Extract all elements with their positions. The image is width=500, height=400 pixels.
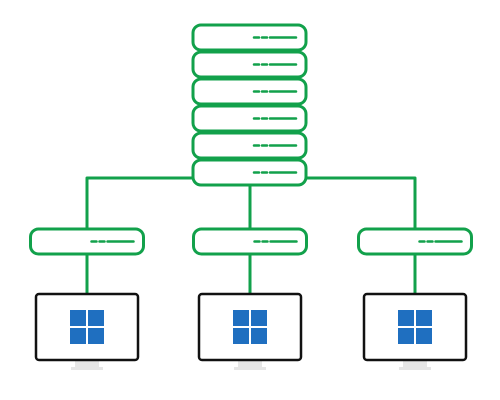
server-unit: [191, 77, 308, 106]
switch-row: [29, 227, 473, 256]
server-unit-body: [191, 50, 308, 79]
windows-logo-pane: [233, 310, 249, 326]
network-switch-icon-body: [29, 227, 145, 256]
monitor-screen: [197, 292, 303, 362]
workstation-row: [34, 292, 468, 370]
monitor-icon: [197, 292, 303, 370]
windows-logo-icon: [398, 310, 432, 344]
network-switch-icon: [192, 227, 308, 256]
server-unit: [191, 158, 308, 187]
monitor-stand-base: [234, 367, 266, 370]
monitor-stand-neck: [238, 360, 262, 367]
windows-logo-pane: [398, 310, 414, 326]
windows-logo-pane: [251, 310, 267, 326]
server-unit: [191, 50, 308, 79]
server-unit-body: [191, 131, 308, 160]
monitor-screen: [34, 292, 140, 362]
windows-logo-icon: [70, 310, 104, 344]
monitor-icon: [34, 292, 140, 370]
windows-logo-pane: [88, 328, 104, 344]
windows-logo-pane: [70, 328, 86, 344]
monitor-stand-base: [71, 367, 103, 370]
server-unit-body: [191, 104, 308, 133]
server-rack-icon: [191, 23, 308, 187]
monitor-stand-base: [399, 367, 431, 370]
network-switch-icon-body: [192, 227, 308, 256]
server-unit: [191, 104, 308, 133]
server-unit-body: [191, 77, 308, 106]
windows-logo-pane: [398, 328, 414, 344]
server-unit-body: [191, 158, 308, 187]
windows-logo-pane: [416, 310, 432, 326]
link-line-left: [85, 176, 193, 229]
windows-logo-pane: [416, 328, 432, 344]
connection-lines: [85, 176, 417, 294]
link-line-right: [306, 176, 417, 229]
windows-logo-icon: [233, 310, 267, 344]
server-unit: [191, 131, 308, 160]
server-unit: [191, 23, 308, 52]
monitor-stand-neck: [403, 360, 427, 367]
windows-logo-pane: [251, 328, 267, 344]
monitor-screen: [362, 292, 468, 362]
server-unit-body: [191, 23, 308, 52]
windows-logo-pane: [88, 310, 104, 326]
monitor-stand-neck: [75, 360, 99, 367]
windows-logo-pane: [70, 310, 86, 326]
windows-logo-pane: [233, 328, 249, 344]
network-switch-icon: [29, 227, 145, 256]
monitor-icon: [362, 292, 468, 370]
network-switch-icon: [357, 227, 473, 256]
network-switch-icon-body: [357, 227, 473, 256]
